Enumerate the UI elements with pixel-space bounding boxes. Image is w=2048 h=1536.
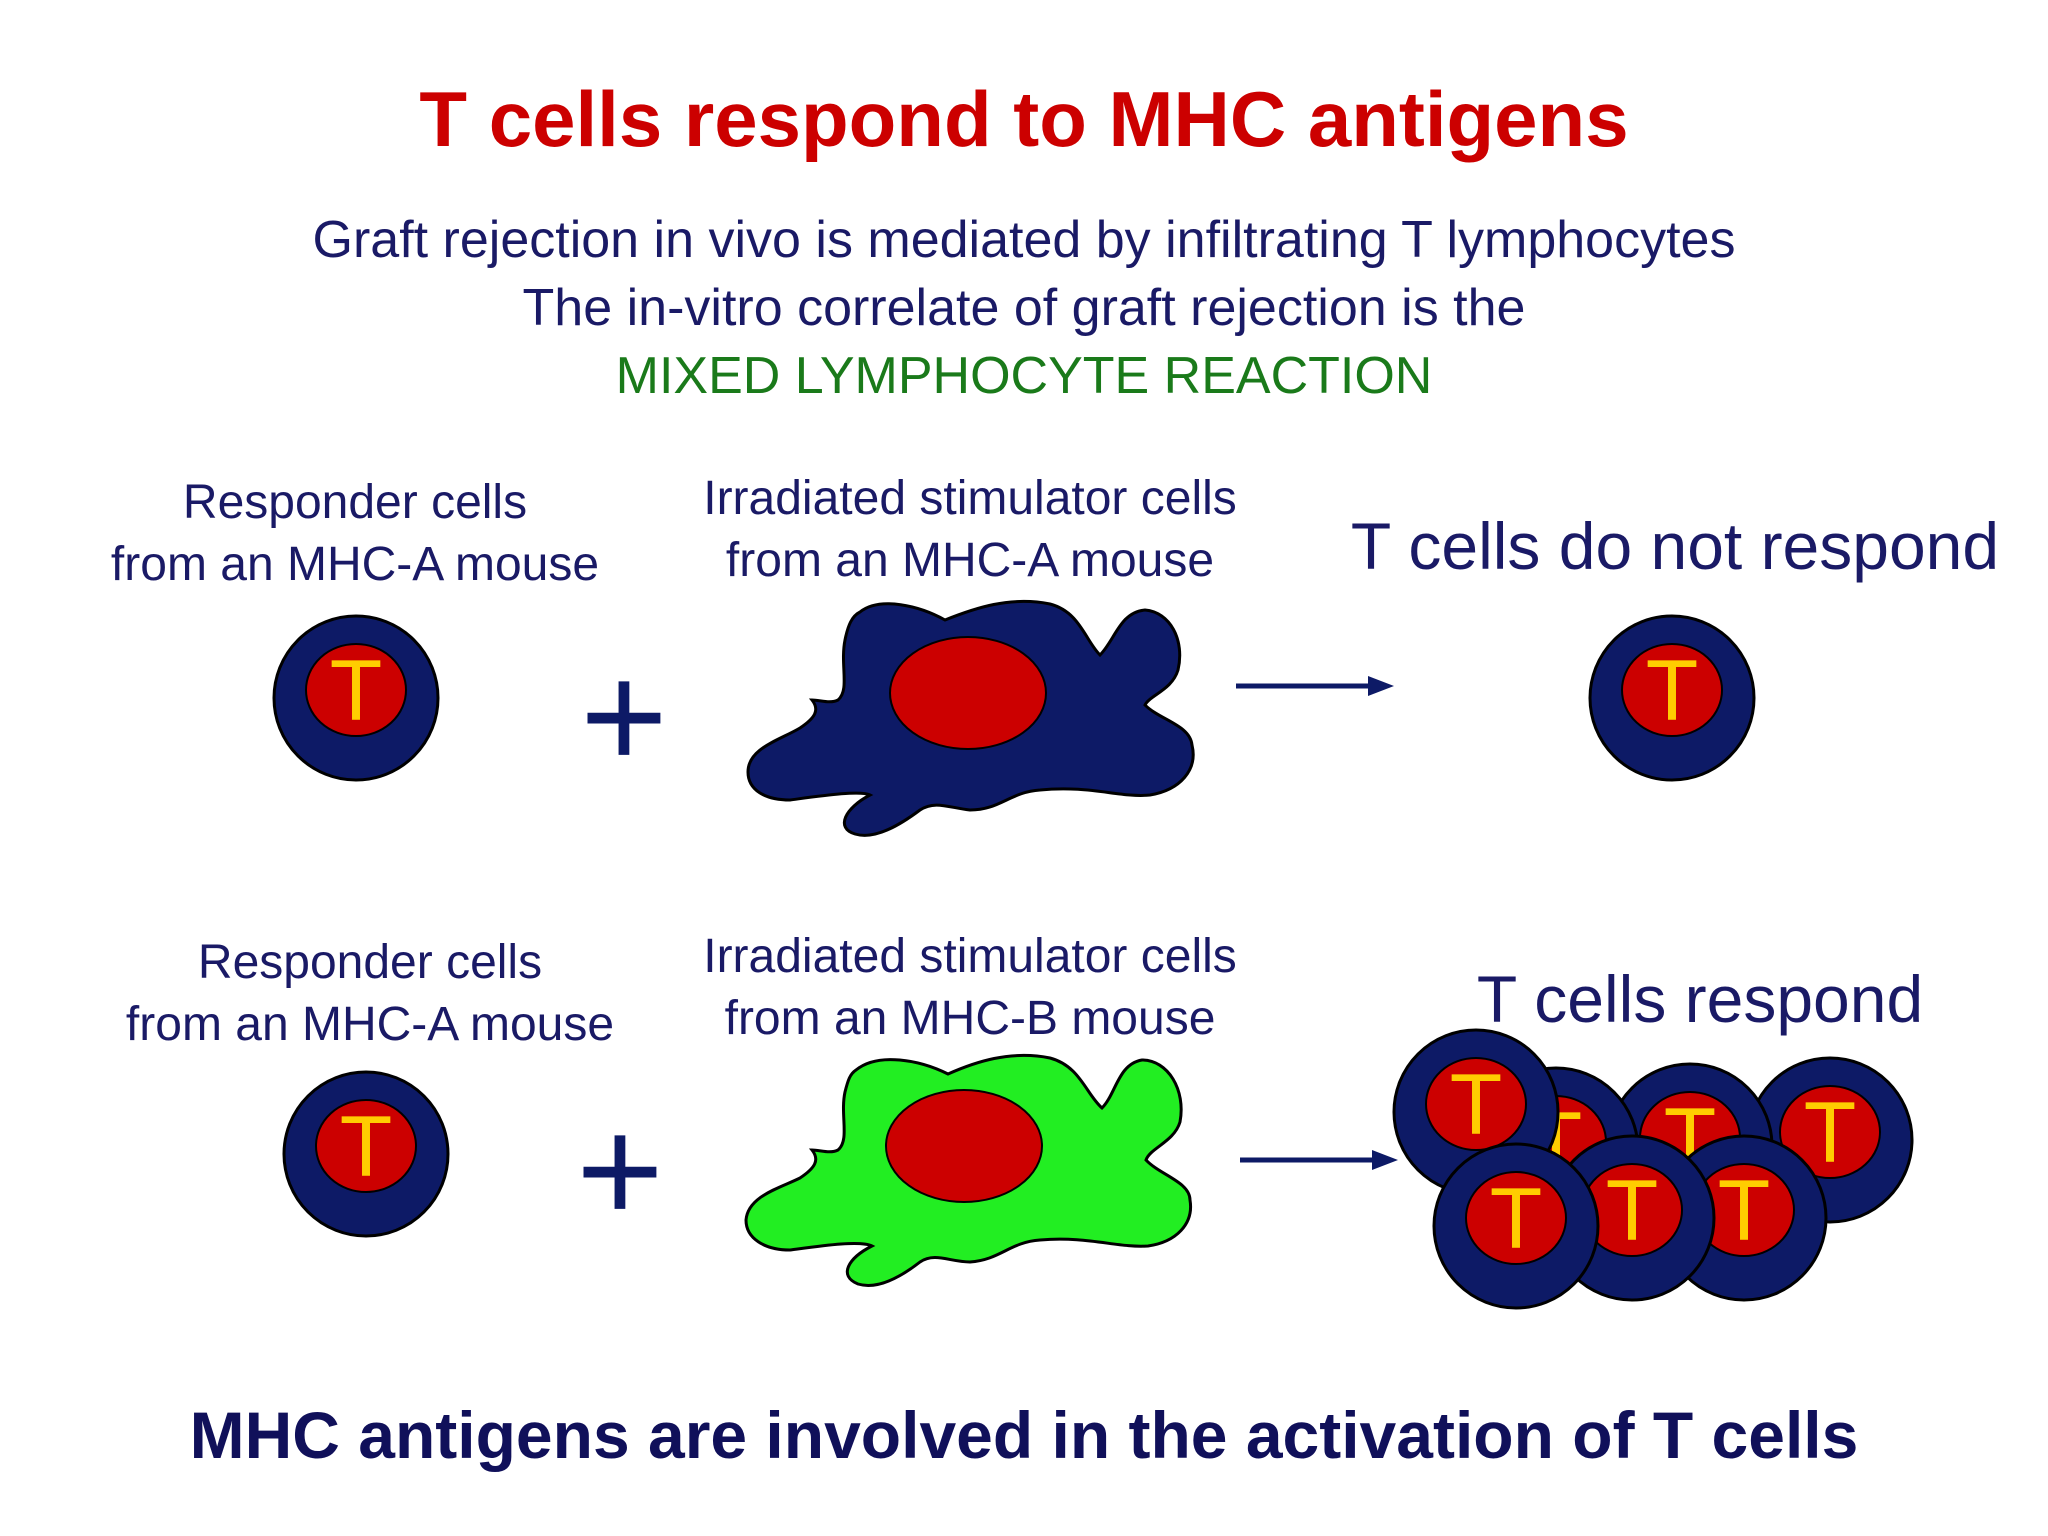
- mixed-lymphocyte-reaction-label: MIXED LYMPHOCYTE REACTION: [615, 347, 1433, 405]
- svg-text:T: T: [1606, 1163, 1659, 1259]
- row2-result-label: T cells respond: [1476, 962, 1924, 1036]
- row1-responder-label: Responder cells from an MHC-A mouse: [110, 476, 600, 591]
- row1-result-label: T cells do not respond: [1350, 509, 2000, 583]
- row1-responder-t-cell: T: [272, 614, 440, 782]
- row1-arrow: [1236, 676, 1394, 696]
- row2-proliferated-t-cell-cluster: T T T T T: [1392, 1028, 1914, 1310]
- slide-title: T cells respond to MHC antigens: [419, 75, 1629, 163]
- svg-text:T: T: [330, 643, 383, 739]
- row1-plus-sign: +: [580, 632, 668, 800]
- row1-stimulator-label: Irradiated stimulator cells from an MHC-…: [703, 472, 1237, 587]
- row1-stimulator-cell-mhc-a: [746, 599, 1195, 837]
- svg-text:T: T: [1450, 1057, 1503, 1153]
- svg-text:T: T: [340, 1099, 393, 1195]
- svg-text:T: T: [1490, 1171, 1543, 1267]
- row2-stimulator-label: Irradiated stimulator cells from an MHC-…: [703, 930, 1237, 1045]
- svg-text:T: T: [1646, 643, 1699, 739]
- svg-text:T: T: [1718, 1163, 1771, 1259]
- svg-text:T: T: [1804, 1085, 1857, 1181]
- row2-responder-label: Responder cells from an MHC-A mouse: [125, 936, 615, 1051]
- cluster-t-cell: T: [1432, 1142, 1600, 1310]
- row2-arrow: [1240, 1150, 1398, 1170]
- subtitle-line-2: The in-vitro correlate of graft rejectio…: [522, 279, 1526, 337]
- subtitle-line-1: Graft rejection in vivo is mediated by i…: [312, 211, 1736, 269]
- conclusion-text: MHC antigens are involved in the activat…: [189, 1398, 1859, 1472]
- row1-result-t-cell: T: [1588, 614, 1756, 782]
- row2-plus-sign: +: [576, 1086, 664, 1254]
- row2-stimulator-cell-mhc-b: [744, 1053, 1193, 1287]
- row2-responder-t-cell: T: [282, 1070, 450, 1238]
